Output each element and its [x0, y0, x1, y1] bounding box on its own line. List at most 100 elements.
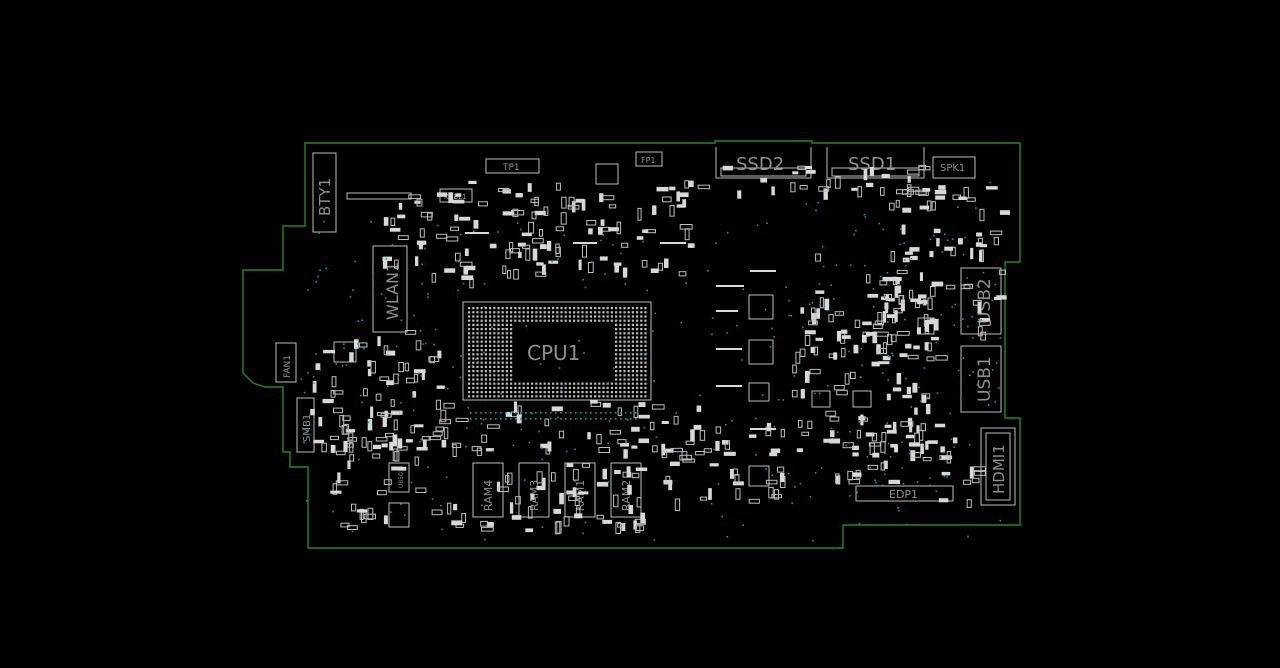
passive-part: [916, 327, 921, 335]
passive-part: [929, 286, 936, 297]
passive-part: [901, 224, 906, 235]
bga-pad: [623, 336, 626, 339]
bga-pad: [631, 365, 634, 368]
bga-pad: [505, 311, 508, 314]
bga-pad: [497, 336, 500, 339]
passive-part: [638, 438, 649, 444]
passive-part: [871, 432, 877, 442]
via: [360, 394, 362, 397]
passive-part: [811, 307, 816, 320]
via: [400, 503, 402, 506]
via: [557, 258, 559, 260]
bga-pad: [476, 332, 479, 335]
via: [307, 372, 309, 374]
bga-pad: [627, 307, 630, 310]
passive-part: [693, 424, 702, 430]
bga-pad: [640, 370, 643, 373]
passive-part: [542, 264, 546, 275]
bga-pad: [484, 357, 487, 360]
bga-pad: [602, 311, 605, 314]
via: [305, 500, 308, 502]
via: [886, 272, 889, 274]
bga-pad: [573, 391, 576, 394]
passive-part: [768, 486, 774, 499]
passive-part: [649, 421, 655, 431]
bga-pad: [526, 307, 529, 310]
via: [778, 398, 780, 401]
passive-part: [635, 467, 648, 471]
via: [922, 303, 924, 305]
bga-pad: [615, 386, 618, 389]
passive-part: [792, 171, 799, 175]
passive-part: [703, 448, 712, 453]
bga-pad: [581, 315, 584, 318]
bga-pad: [472, 353, 475, 356]
via: [680, 321, 682, 324]
via: [967, 535, 969, 538]
speaker-connector: SPK1: [932, 156, 976, 179]
passive-part: [669, 186, 676, 191]
bga-pad: [484, 365, 487, 368]
passive-part: [389, 227, 401, 232]
bga-pad: [644, 307, 647, 310]
bga-pad: [636, 349, 639, 352]
passive-part: [459, 261, 473, 267]
bga-pad: [522, 382, 525, 385]
passive-part: [373, 444, 382, 450]
bga-pad: [636, 370, 639, 373]
passive-part: [384, 410, 388, 419]
via: [906, 523, 908, 526]
passive-part: [586, 220, 597, 226]
ssd1-label: SSD1: [848, 154, 896, 175]
u8501-label: U8501: [398, 468, 405, 488]
bga-pad: [573, 307, 576, 310]
bga-pad: [640, 319, 643, 322]
bga-pad: [493, 332, 496, 335]
bga-pad: [497, 340, 500, 343]
bga-pad: [497, 361, 500, 364]
bga-pad: [480, 391, 483, 394]
passive-part: [836, 475, 841, 485]
passive-part: [382, 416, 387, 427]
passive-part: [734, 474, 740, 484]
bga-pad: [631, 328, 634, 331]
ic-chip: [595, 163, 619, 185]
via: [520, 412, 522, 414]
via: [441, 528, 443, 531]
bga-pad: [615, 307, 618, 310]
bga-pad: [505, 365, 508, 368]
bga-pad: [547, 315, 550, 318]
bga-pad: [631, 311, 634, 314]
bga-pad: [627, 344, 630, 347]
bga-pad: [552, 315, 555, 318]
bga-pad: [594, 311, 597, 314]
via: [608, 420, 611, 423]
bga-pad: [493, 395, 496, 398]
passive-part: [856, 429, 861, 439]
bga-pad: [644, 332, 647, 335]
cpu-label: CPU1: [527, 341, 580, 365]
via: [600, 412, 602, 414]
passive-part: [465, 265, 476, 271]
passive-part: [566, 490, 576, 495]
bga-pad: [535, 307, 538, 310]
bga-pad: [468, 315, 471, 318]
passive-part: [872, 323, 883, 330]
via: [607, 481, 610, 483]
bga-pad: [505, 353, 508, 356]
bga-pad: [505, 382, 508, 385]
via: [802, 326, 804, 329]
via: [422, 343, 424, 345]
bga-pad: [619, 323, 622, 326]
via: [400, 319, 403, 322]
via: [560, 418, 562, 420]
via: [771, 474, 773, 477]
bga-pad: [505, 349, 508, 352]
bga-pad: [510, 382, 513, 385]
bga-pad: [552, 391, 555, 394]
passive-part: [980, 331, 986, 341]
via: [370, 221, 372, 223]
via: [742, 524, 744, 527]
bga-pad: [640, 307, 643, 310]
via: [390, 312, 392, 314]
